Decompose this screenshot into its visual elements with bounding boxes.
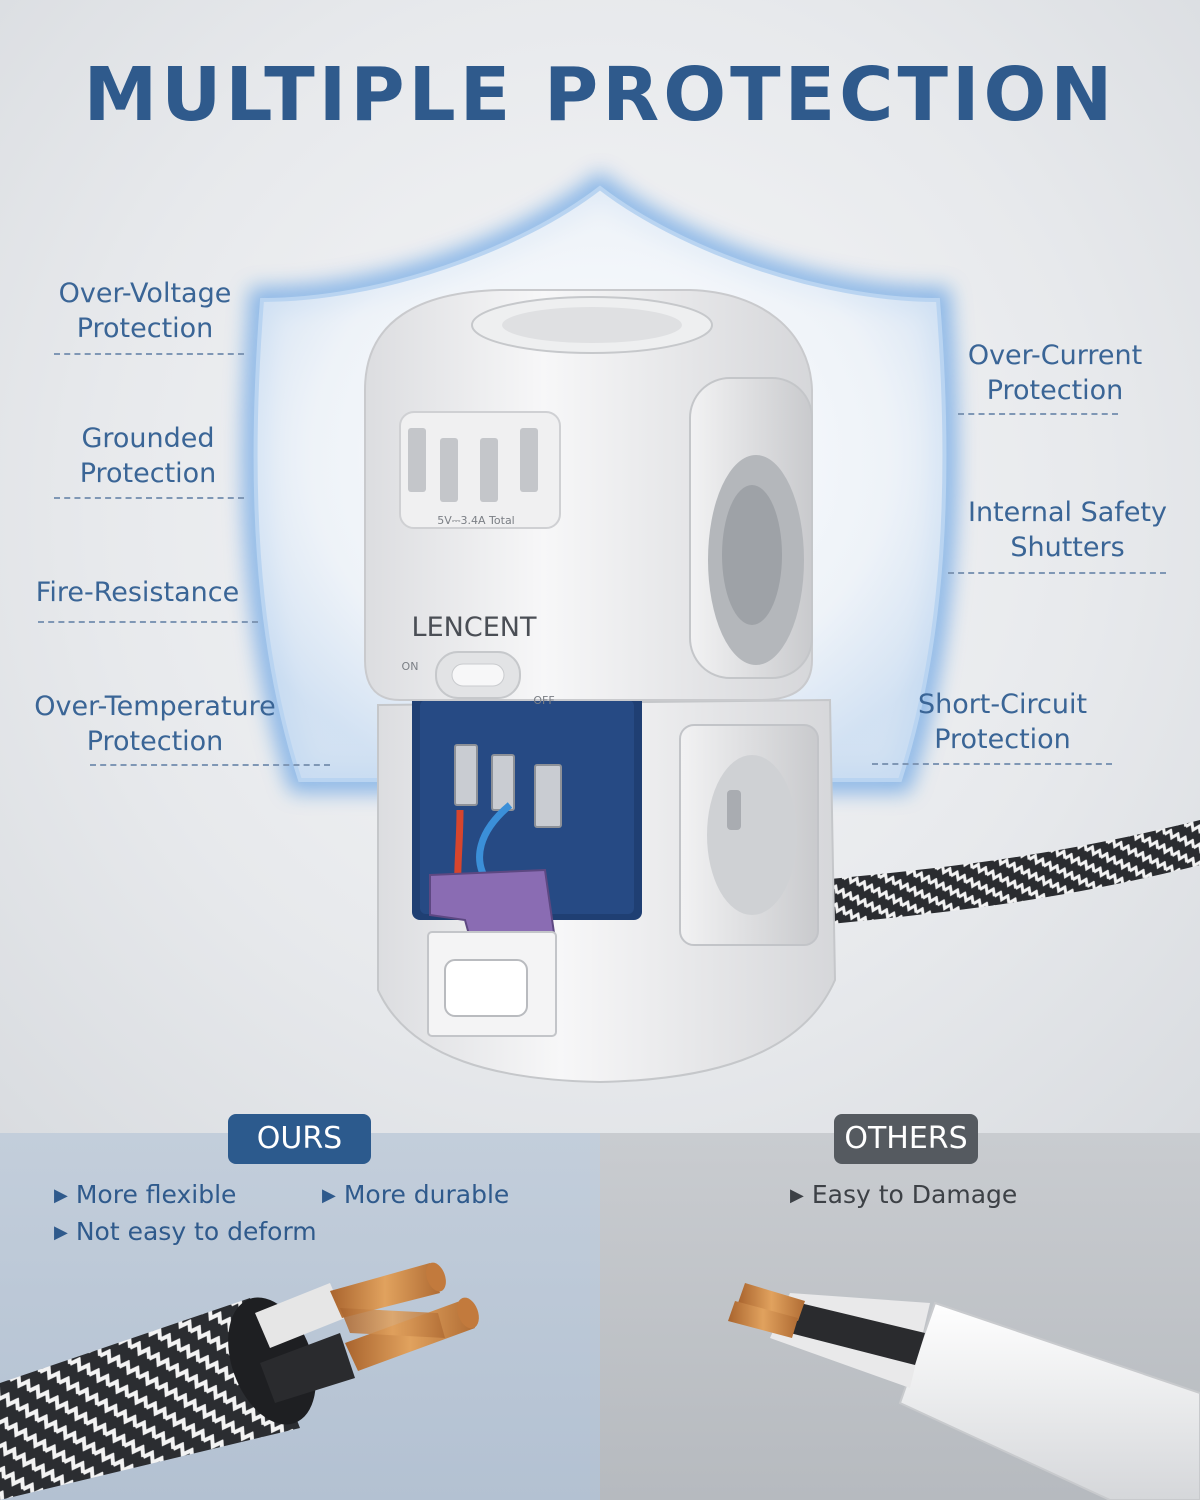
ours-point: ▶ More durable <box>322 1180 509 1209</box>
copper-strand <box>330 1263 440 1318</box>
feature-label: Over-Voltage <box>58 278 232 309</box>
usb-rating: 5V⎓3.4A Total <box>437 514 515 527</box>
others-point: ▶ Easy to Damage <box>790 1180 1017 1209</box>
divider <box>948 572 1166 574</box>
feature-label: Protection <box>86 726 224 757</box>
divider <box>872 763 1112 765</box>
white-wire <box>255 1283 345 1348</box>
feature-over-temperature: Over-Temperature Protection <box>30 689 280 759</box>
feature-label: Over-Current <box>967 340 1143 371</box>
cable-comparison <box>0 1262 1200 1500</box>
feature-label: Protection <box>986 375 1124 406</box>
page-title: MULTIPLE PROTECTION <box>83 52 1117 138</box>
feature-over-current: Over-Current Protection <box>955 338 1155 408</box>
triangle-right-icon: ▶ <box>322 1185 336 1206</box>
feature-label: Protection <box>79 458 217 489</box>
plain-cable <box>898 1301 1200 1500</box>
rocker-switch <box>444 959 528 1017</box>
divider <box>958 413 1118 415</box>
divider <box>38 621 258 623</box>
ours-point: ▶ More flexible <box>54 1180 236 1209</box>
ours-point-text: Not easy to deform <box>75 1217 317 1246</box>
others-point-text: Easy to Damage <box>811 1180 1018 1209</box>
ours-point-text: More flexible <box>75 1180 237 1209</box>
divider <box>90 764 330 766</box>
feature-label: Protection <box>76 313 214 344</box>
copper-strand <box>728 1301 798 1338</box>
ours-point: ▶ Not easy to deform <box>54 1217 317 1246</box>
black-wire <box>790 1303 925 1365</box>
braided-cable <box>0 1298 300 1500</box>
braided-cable <box>820 820 1200 925</box>
power-cube-illustration: 5V⎓3.4A Total LENCENT ON OFF <box>364 289 1200 1084</box>
feature-label: Grounded <box>81 423 215 454</box>
switch-on-label: ON <box>402 660 419 673</box>
black-wire <box>260 1333 355 1403</box>
feature-label: Shutters <box>1010 532 1125 563</box>
switch-off-label: OFF <box>533 694 554 707</box>
brand-logo: LENCENT <box>412 612 537 643</box>
triangle-right-icon: ▶ <box>790 1185 804 1206</box>
ours-point-text: More durable <box>343 1180 510 1209</box>
feature-label: Fire-Resistance <box>35 577 240 608</box>
feature-fire-resistance: Fire-Resistance <box>30 575 245 610</box>
triangle-right-icon: ▶ <box>54 1185 68 1206</box>
divider <box>54 497 244 499</box>
feature-internal-safety-shutters: Internal Safety Shutters <box>965 495 1170 565</box>
copper-strand <box>738 1283 805 1321</box>
feature-label: Short-Circuit <box>917 689 1088 720</box>
triangle-right-icon: ▶ <box>54 1222 68 1243</box>
divider <box>54 353 244 355</box>
usb-ports <box>408 428 538 502</box>
feature-label: Internal Safety <box>967 497 1167 528</box>
feature-short-circuit: Short-Circuit Protection <box>910 687 1095 757</box>
feature-label: Protection <box>934 724 1071 755</box>
feature-label: Over-Temperature <box>34 691 276 722</box>
feature-grounded: Grounded Protection <box>48 421 248 491</box>
ours-badge: OURS <box>228 1114 371 1164</box>
others-badge: OTHERS <box>834 1114 978 1164</box>
feature-over-voltage: Over-Voltage Protection <box>40 276 250 346</box>
usb-ports-internal <box>454 744 562 828</box>
